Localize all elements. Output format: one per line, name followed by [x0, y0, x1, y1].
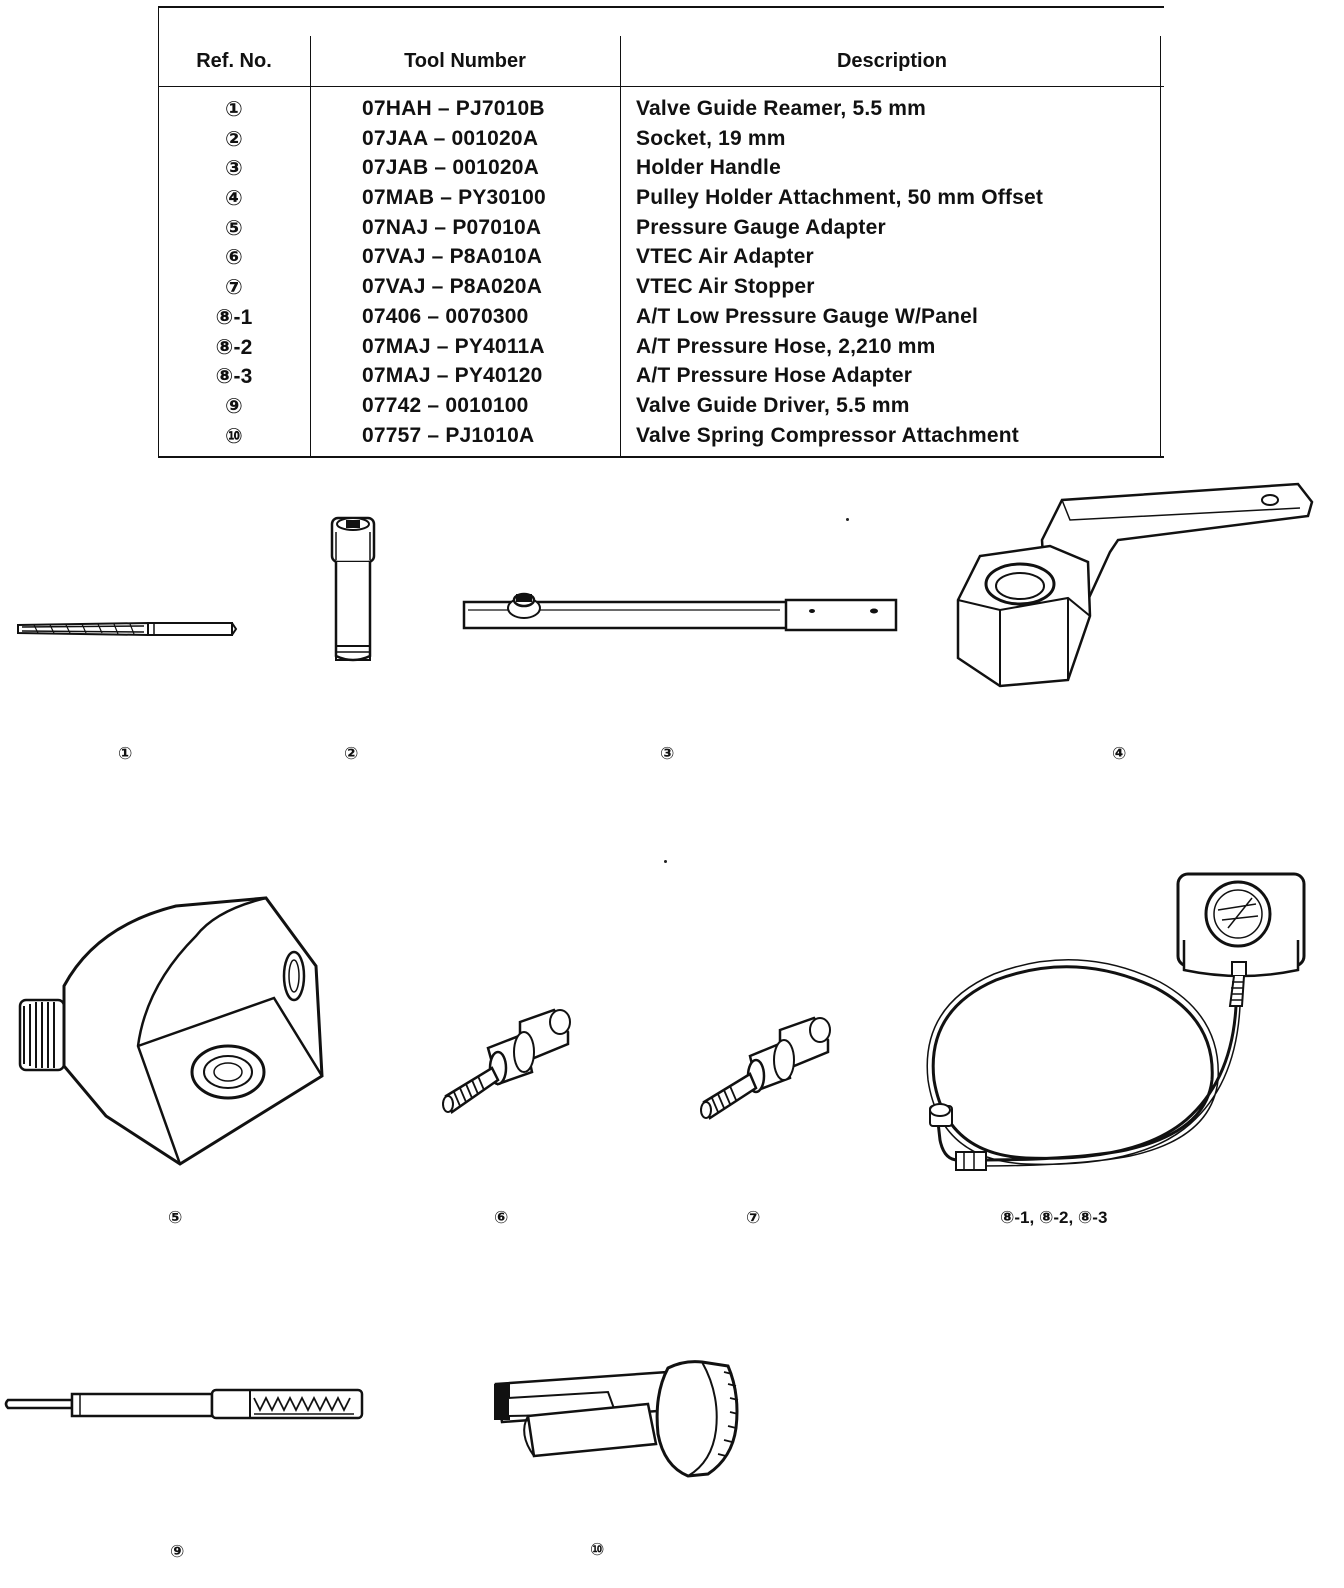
description-cell: A/T Low Pressure Gauge W/Panel	[636, 304, 979, 328]
ref-no-cell: ⑧-1	[215, 305, 253, 329]
pressure-gauge-adapter-icon	[16, 896, 332, 1172]
figure-caption: ⑨	[170, 1542, 185, 1561]
column-header-description: Description	[836, 50, 948, 72]
description-cell: VTEC Air Adapter	[636, 245, 814, 269]
column-header-ref-no: Ref. No.	[196, 50, 272, 72]
table-row: ⑦ 07VAJ – P8A020A VTEC Air Stopper	[158, 274, 1164, 304]
ref-no-cell: ⑨	[225, 394, 243, 418]
table-row: ④ 07MAB – PY30100 Pulley Holder Attachment…	[158, 185, 1164, 215]
tool-number-cell: 07742 – 0010100	[362, 393, 529, 417]
figure-caption: ⑤	[168, 1208, 183, 1227]
table-row: ⑨ 07742 – 0010100 Valve Guide Driver, 5.5 …	[158, 393, 1164, 423]
holder-handle-icon	[460, 588, 902, 638]
table-bottom-rule	[158, 456, 1164, 458]
table-body: ① 07HAH – PJ7010B Valve Guide Reamer, 5.5 …	[158, 96, 1164, 452]
figure-caption: ④	[1112, 744, 1127, 763]
tool-number-cell: 07NAJ – P07010A	[362, 215, 542, 239]
tool-number-cell: 07MAJ – PY40120	[362, 364, 543, 388]
figure-caption: ⑩	[590, 1540, 605, 1559]
tool-number-cell: 07406 – 0070300	[362, 304, 529, 328]
table-row: ⑧-1 07406 – 0070300 A/T Low Pressure Gauge…	[158, 304, 1164, 334]
description-cell: A/T Pressure Hose Adapter	[636, 364, 913, 388]
description-cell: Pulley Holder Attachment, 50 mm Offset	[636, 186, 1044, 210]
tool-number-cell: 07HAH – PJ7010B	[362, 97, 545, 120]
description-cell: VTEC Air Stopper	[636, 275, 815, 299]
description-cell: Holder Handle	[636, 156, 781, 180]
table-row: ① 07HAH – PJ7010B Valve Guide Reamer, 5.5 …	[158, 96, 1164, 126]
table-column-divider	[310, 36, 311, 458]
table-top-rule	[158, 6, 1164, 8]
ref-no-cell: ①	[225, 98, 243, 121]
special-tools-table: Ref. No. Tool Number Description ① 07HAH …	[158, 6, 1164, 458]
pressure-gauge-hose-icon	[916, 870, 1312, 1176]
table-column-divider	[620, 36, 621, 458]
vtec-air-stopper-icon	[694, 1014, 836, 1126]
column-header-tool-number: Tool Number	[404, 50, 526, 72]
figure-caption: ⑦	[746, 1208, 761, 1227]
tool-number-cell: 07JAA – 001020A	[362, 126, 539, 150]
description-cell: Pressure Gauge Adapter	[636, 215, 886, 239]
table-left-rule	[158, 6, 159, 458]
description-cell: Valve Guide Driver, 5.5 mm	[636, 393, 910, 417]
socket-icon	[322, 512, 384, 672]
figure-caption: ⑥	[494, 1208, 509, 1227]
ref-no-cell: ⑥	[225, 246, 243, 270]
table-row: ⑤ 07NAJ – P07010A Pressure Gauge Adapter	[158, 215, 1164, 245]
ref-no-cell: ③	[225, 157, 243, 181]
valve-guide-reamer-icon	[14, 612, 238, 646]
ref-no-cell: ⑧-3	[215, 365, 253, 389]
description-cell: Socket, 19 mm	[636, 126, 786, 150]
figure-caption: ⑧-1, ⑧-2, ⑧-3	[1000, 1208, 1108, 1227]
vtec-air-adapter-icon	[436, 1004, 578, 1122]
figure-caption: ③	[660, 744, 675, 763]
table-header-rule	[158, 86, 1164, 87]
speck	[846, 518, 849, 521]
table-row: ③ 07JAB – 001020A Holder Handle	[158, 155, 1164, 185]
ref-no-cell: ⑦	[225, 276, 243, 300]
ref-no-cell: ⑩	[225, 424, 243, 448]
tool-number-cell: 07VAJ – P8A020A	[362, 275, 543, 299]
pulley-holder-attachment-icon	[950, 480, 1320, 694]
table-row: ⑩ 07757 – PJ1010A Valve Spring Compressor …	[158, 423, 1164, 453]
tool-number-cell: 07VAJ – P8A010A	[362, 245, 543, 269]
tool-number-cell: 07757 – PJ1010A	[362, 423, 535, 447]
table-row: ② 07JAA – 001020A Socket, 19 mm	[158, 126, 1164, 156]
ref-no-cell: ⑧-2	[215, 335, 253, 359]
description-cell: Valve Spring Compressor Attachment	[636, 423, 1019, 447]
tool-number-cell: 07MAB – PY30100	[362, 186, 546, 210]
table-row: ⑥ 07VAJ – P8A010A VTEC Air Adapter	[158, 244, 1164, 274]
ref-no-cell: ⑤	[225, 216, 243, 240]
figure-caption: ②	[344, 744, 359, 763]
table-right-rule	[1160, 36, 1161, 458]
ref-no-cell: ②	[225, 127, 243, 151]
description-cell: A/T Pressure Hose, 2,210 mm	[636, 334, 936, 358]
valve-guide-driver-icon	[4, 1384, 368, 1430]
speck	[664, 860, 667, 863]
table-row: ⑧-2 07MAJ – PY4011A A/T Pressure Hose, 2,2…	[158, 334, 1164, 364]
figure-caption: ①	[118, 744, 133, 763]
table-row: ⑧-3 07MAJ – PY40120 A/T Pressure Hose Adap…	[158, 363, 1164, 393]
ref-no-cell: ④	[225, 187, 243, 211]
tool-number-cell: 07JAB – 001020A	[362, 156, 539, 180]
valve-spring-compressor-icon	[488, 1354, 748, 1484]
description-cell: Valve Guide Reamer, 5.5 mm	[636, 97, 927, 120]
tool-number-cell: 07MAJ – PY4011A	[362, 334, 545, 358]
